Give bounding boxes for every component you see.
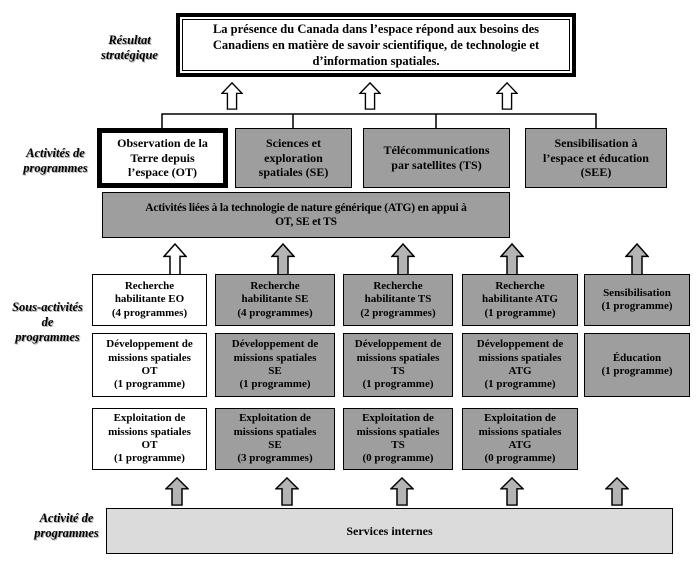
box-exploitation-missions-atg: Exploitation de missions spatiales ATG (…	[462, 408, 578, 470]
up-arrow-icon	[500, 243, 524, 276]
box-developpement-missions-ot: Développement de missions spatiales OT (…	[92, 333, 207, 397]
up-arrow-icon	[359, 82, 381, 110]
label-activite-de-programmes: Activité de programmes	[34, 511, 99, 540]
up-arrow-icon	[625, 243, 649, 276]
box-exploitation-missions-ts: Exploitation de missions spatiales TS (0…	[343, 408, 453, 470]
box-developpement-missions-atg: Développement de missions spatiales ATG …	[462, 333, 578, 397]
arrow-sub-to-activity-col2	[271, 243, 295, 276]
box-developpement-missions-ts: Développement de missions spatiales TS (…	[343, 333, 453, 397]
arrow-services-to-sub-col5	[605, 477, 629, 506]
arrow-services-to-sub-col4	[500, 477, 524, 506]
arrow-sub-to-activity-col1	[163, 243, 187, 276]
box-exploitation-missions-ot: Exploitation de missions spatiales OT (1…	[92, 408, 207, 470]
up-arrow-icon	[163, 243, 187, 276]
activity-box-telecommunications-ts: Télécommunications par satellites (TS)	[363, 128, 510, 188]
strategic-result-text: La présence du Canada dans l’espace répo…	[182, 19, 570, 71]
up-arrow-icon	[391, 243, 415, 276]
box-recherche-habilitante-ts: Recherche habilitante TS (2 programmes)	[343, 274, 453, 326]
activity-box-atg: Activités liées à la technologie de natu…	[102, 192, 510, 238]
arrow-activities-to-strategic-3	[496, 82, 518, 110]
up-arrow-icon	[275, 477, 299, 506]
box-exploitation-missions-se: Exploitation de missions spatiales SE (3…	[215, 408, 335, 470]
arrow-sub-to-activity-col5	[625, 243, 649, 276]
box-recherche-habilitante-atg: Recherche habilitante ATG (1 programme)	[462, 274, 578, 326]
label-resultat-strategique: Résultat stratégique	[101, 33, 158, 62]
label-sous-activites-de-programmes: Sous-activités de programmes	[12, 300, 83, 344]
up-arrow-icon	[271, 243, 295, 276]
box-education: Éducation (1 programme)	[584, 333, 690, 397]
activity-box-sensibilisation-see: Sensibilisation à l’espace et éducation …	[525, 128, 667, 188]
box-developpement-missions-se: Développement de missions spatiales SE (…	[215, 333, 335, 397]
up-arrow-icon	[496, 82, 518, 110]
arrow-services-to-sub-col3	[390, 477, 414, 506]
bracket-connector-line	[161, 113, 597, 128]
up-arrow-icon	[500, 477, 524, 506]
arrow-activities-to-strategic-2	[359, 82, 381, 110]
activity-box-observation-terre-ot: Observation de la Terre depuis l’espace …	[97, 128, 228, 188]
services-internes-box: Services internes	[106, 508, 673, 554]
up-arrow-icon	[165, 477, 189, 506]
arrow-sub-to-activity-col4	[500, 243, 524, 276]
box-recherche-habilitante-se: Recherche habilitante SE (4 programmes)	[215, 274, 335, 326]
label-activites-de-programmes: Activités de programmes	[23, 146, 88, 175]
strategic-result-box: La présence du Canada dans l’espace répo…	[176, 13, 576, 77]
box-sensibilisation: Sensibilisation (1 programme)	[584, 274, 690, 326]
activity-box-sciences-exploration-se: Sciences et exploration spatiales (SE)	[235, 128, 352, 188]
arrow-activities-to-strategic-1	[221, 82, 243, 110]
up-arrow-icon	[221, 82, 243, 110]
arrow-sub-to-activity-col3	[391, 243, 415, 276]
arrow-services-to-sub-col1	[165, 477, 189, 506]
arrow-services-to-sub-col2	[275, 477, 299, 506]
up-arrow-icon	[605, 477, 629, 506]
up-arrow-icon	[390, 477, 414, 506]
box-recherche-habilitante-eo: Recherche habilitante EO (4 programmes)	[92, 274, 207, 326]
